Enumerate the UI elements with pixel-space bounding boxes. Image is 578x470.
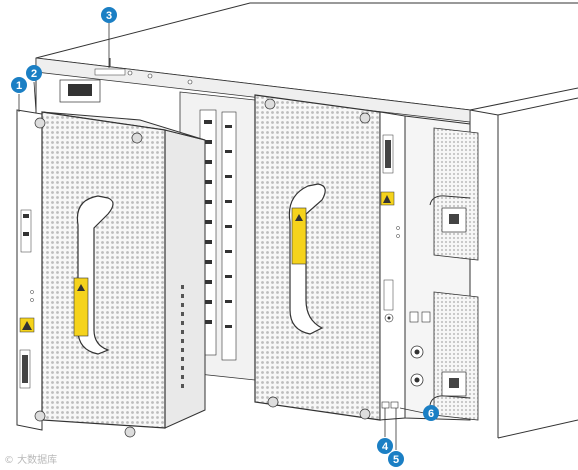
fan-module-left	[16, 109, 206, 438]
svg-text:1: 1	[16, 80, 22, 92]
screw-icon	[34, 117, 143, 438]
callout-1: 1	[11, 77, 27, 93]
front-plate-details-left	[19, 209, 35, 389]
front-plate-details-right	[380, 134, 400, 409]
callout-2: 2	[26, 65, 42, 81]
callout-4: 4	[377, 438, 393, 454]
svg-text:2: 2	[31, 68, 37, 80]
psu-top	[433, 127, 479, 261]
svg-text:5: 5	[393, 454, 399, 466]
svg-text:6: 6	[428, 408, 434, 420]
callout-6: 6	[423, 405, 439, 421]
screw-icon	[264, 98, 371, 420]
svg-text:3: 3	[106, 10, 112, 22]
watermark: © 大数据库	[4, 455, 58, 466]
svg-text:4: 4	[382, 441, 389, 453]
caution-triangle-icon	[383, 195, 391, 203]
power-supply-area	[404, 115, 479, 421]
caution-label-left	[73, 277, 89, 337]
caution-triangle-icon	[22, 321, 32, 330]
psu-bottom	[433, 291, 479, 421]
fan-module-right	[254, 94, 406, 421]
caution-label-right	[291, 207, 307, 265]
callout-leaders	[18, 23, 425, 450]
callout-5: 5	[388, 451, 404, 467]
callout-3: 3	[101, 7, 117, 23]
